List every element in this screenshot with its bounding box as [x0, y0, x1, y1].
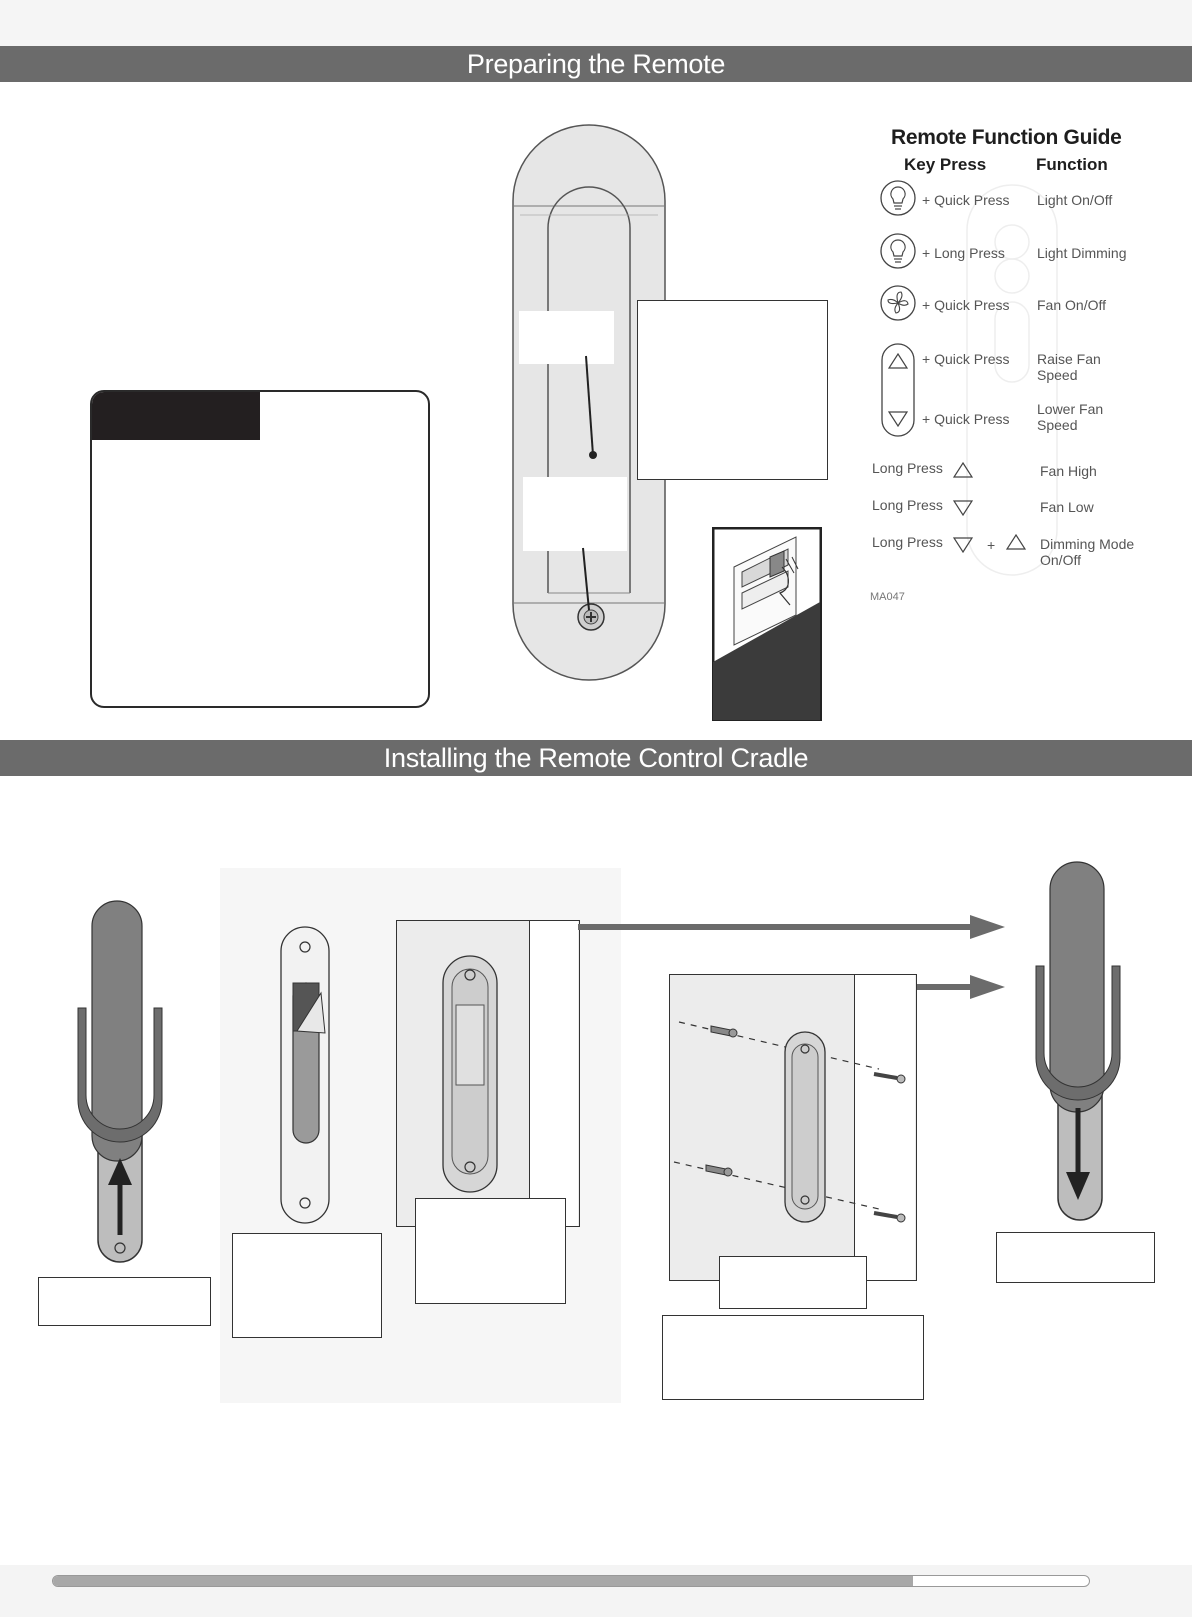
remote-callout-lower: [523, 477, 627, 551]
guide-key-fan-low: Long Press: [872, 497, 943, 513]
guide-col-function: Function: [1036, 155, 1108, 174]
guide-title: Remote Function Guide: [891, 126, 1122, 149]
guide-function-fan-high: Fan High: [1040, 463, 1097, 479]
screw-mount-illustration: [673, 1021, 906, 1223]
step4-callout: [719, 1256, 867, 1309]
warning-box: [90, 390, 430, 708]
cradle-remove-illustration: [1035, 861, 1121, 1221]
section-header-preparing: Preparing the Remote: [0, 46, 1192, 82]
screw-icon: [873, 1211, 906, 1223]
cradle-adhesive-illustration: [280, 926, 330, 1224]
footer-progress-fill: [53, 1576, 913, 1586]
battery-callout-box: [637, 300, 828, 480]
arrow-down-icon: [953, 537, 973, 553]
section-header-installing: Installing the Remote Control Cradle: [0, 740, 1192, 776]
footer-progress-bar: [52, 1575, 1090, 1587]
screw-icon: [873, 1072, 906, 1084]
guide-key-dimming-mode: Long Press: [872, 534, 943, 550]
guide-key-raise-speed: + Quick Press: [922, 351, 1010, 367]
step4-note-callout: [662, 1315, 924, 1400]
cradle-mounted-illustration: [442, 955, 498, 1193]
guide-function-fan-low: Fan Low: [1040, 499, 1094, 515]
remote-callout-upper: [519, 311, 614, 364]
wall-anchor-icon: [705, 1164, 733, 1177]
step2-callout: [232, 1233, 382, 1338]
guide-key-fan-high: Long Press: [872, 460, 943, 476]
guide-key-light-onoff: + Quick Press: [922, 192, 1010, 208]
page-top-band: [0, 0, 1192, 46]
guide-function-light-onoff: Light On/Off: [1037, 192, 1113, 208]
light-bulb-icon: [880, 180, 916, 216]
wall-anchor-icon: [710, 1025, 738, 1038]
guide-function-fan-onoff: Fan On/Off: [1037, 297, 1106, 313]
guide-key-lower-speed: + Quick Press: [922, 411, 1010, 427]
guide-key-fan-onoff: + Quick Press: [922, 297, 1010, 313]
step5-callout: [996, 1232, 1155, 1283]
guide-code: MA047: [870, 591, 905, 603]
guide-plus-sign: +: [987, 537, 996, 553]
guide-remote-watermark: [966, 184, 1058, 576]
warning-box-header: [92, 392, 260, 440]
cradle-insert-illustration: [77, 900, 163, 1263]
guide-key-light-dimming: + Long Press: [922, 245, 1005, 261]
battery-insert-inset: [712, 527, 822, 721]
arrow-up-icon: [953, 462, 973, 478]
remote-leader-lines: [582, 355, 597, 611]
light-bulb-icon: [880, 233, 916, 269]
arrow-up-down-icon: [881, 343, 915, 437]
arrow-up-icon: [1006, 534, 1026, 550]
guide-col-key: Key Press: [904, 155, 987, 174]
guide-function-light-dimming: Light Dimming: [1037, 245, 1127, 261]
step1-callout: [38, 1277, 211, 1326]
footer-band: [0, 1565, 1192, 1617]
step3-callout: [415, 1198, 566, 1304]
battery-screw-icon: [577, 603, 605, 631]
arrow-down-icon: [953, 500, 973, 516]
fan-icon: [880, 285, 916, 321]
